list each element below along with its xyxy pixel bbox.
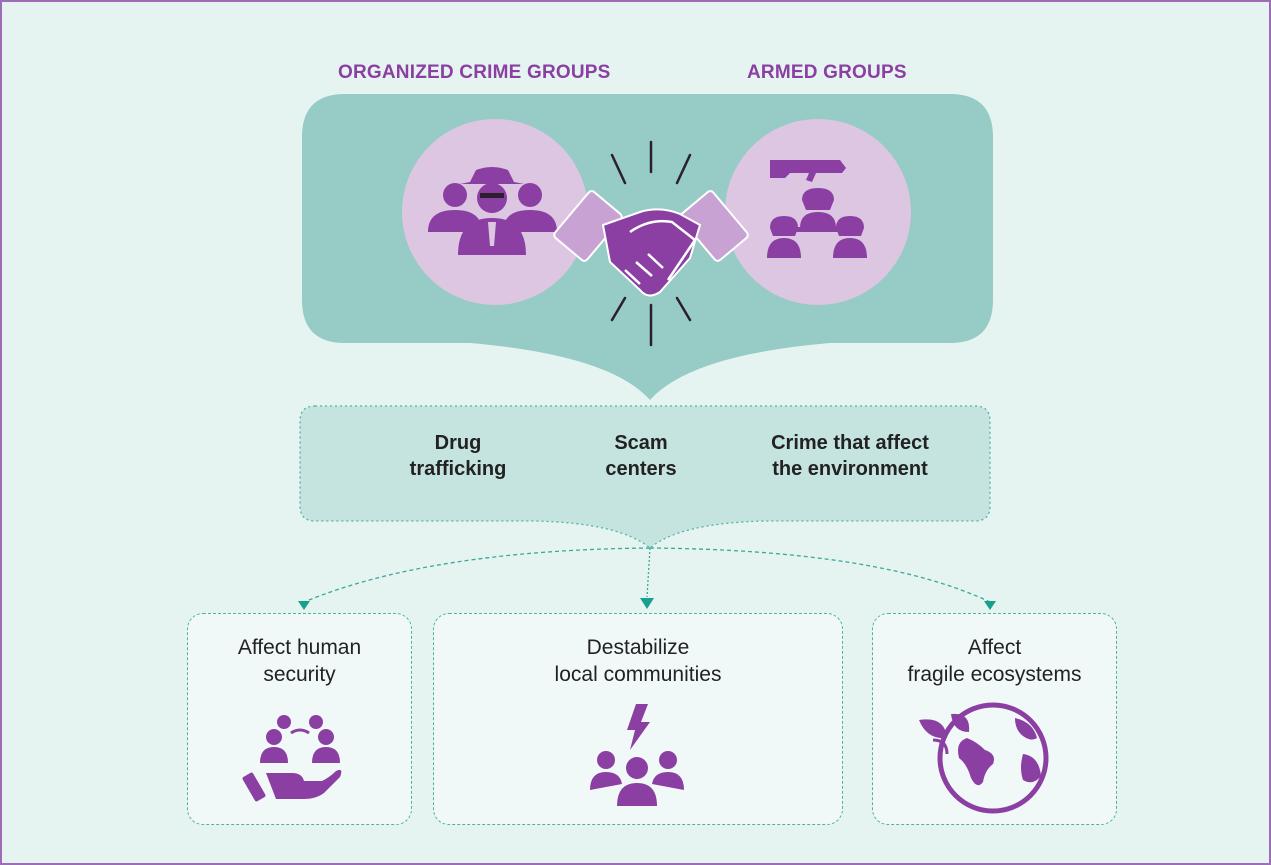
activity-env-line1: Crime that affect — [771, 432, 929, 454]
activity-drug-line1: Drug — [434, 432, 482, 454]
organized-crime-label: ORGANIZED CRIME GROUPS — [338, 62, 611, 83]
activity-scam-centers: Scam centers — [576, 430, 706, 482]
armed-soldiers-icon — [767, 160, 867, 258]
activity-env-line2: the environment — [772, 458, 928, 480]
activity-scam-line2: centers — [605, 458, 677, 480]
connector-arrowheads — [298, 598, 996, 610]
impact-human-line2: security — [263, 663, 336, 686]
burst-lines — [610, 140, 692, 347]
armed-groups-label: ARMED GROUPS — [747, 62, 907, 83]
impact-communities-text: Destabilize local communities — [434, 634, 842, 688]
activity-environment-crime: Crime that affect the environment — [745, 430, 955, 482]
impact-human-security: Affect human security — [187, 613, 412, 825]
activity-drug-line2: trafficking — [409, 458, 507, 480]
activity-drug-trafficking: Drug trafficking — [383, 430, 533, 482]
globe-plant-icon — [919, 702, 1049, 814]
impact-fragile-ecosystems: Affect fragile ecosystems — [872, 613, 1117, 825]
impact-eco-line1: Affect — [967, 636, 1022, 659]
criminals-group-icon — [428, 167, 557, 255]
activities-band — [299, 405, 991, 549]
activity-scam-line1: Scam — [614, 432, 668, 454]
lightning-people-icon — [590, 704, 684, 806]
impact-human-text: Affect human security — [188, 634, 411, 688]
impact-communities-line2: local communities — [554, 663, 722, 686]
impact-eco-text: Affect fragile ecosystems — [873, 634, 1116, 688]
handshake-icon — [553, 190, 749, 297]
impact-communities-line1: Destabilize — [586, 636, 690, 659]
people-on-hand-icon — [242, 715, 342, 802]
impact-human-line1: Affect human — [237, 636, 362, 659]
impact-eco-line2: fragile ecosystems — [907, 663, 1082, 686]
impact-local-communities: Destabilize local communities — [433, 613, 843, 825]
connector-lines — [303, 547, 991, 603]
